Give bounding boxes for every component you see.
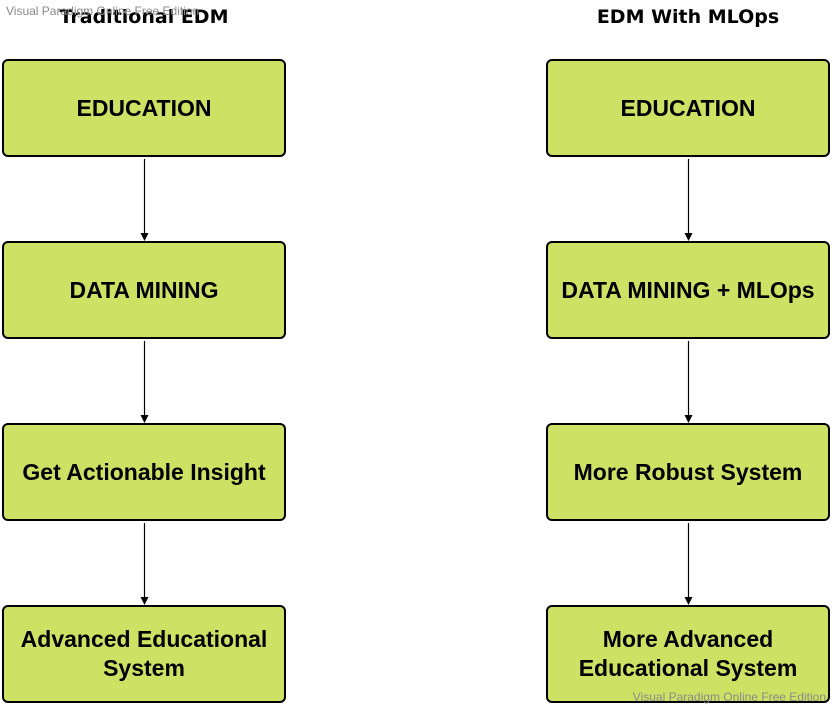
node-traditional-actionable-insight[interactable]: Get Actionable Insight [2, 423, 286, 521]
watermark-bottom: Visual Paradigm Online Free Edition [632, 690, 826, 704]
node-mlops-advanced-system[interactable]: More Advanced Educational System [546, 605, 830, 703]
node-traditional-education[interactable]: EDUCATION [2, 59, 286, 157]
node-mlops-education[interactable]: EDUCATION [546, 59, 830, 157]
node-label: EDUCATION [620, 94, 756, 121]
node-traditional-data-mining[interactable]: DATA MINING [2, 241, 286, 339]
traditional-edm-title: Traditional EDM [59, 6, 229, 28]
node-traditional-advanced-system[interactable]: Advanced Educational System [2, 605, 286, 703]
node-label: More Advanced Educational System [578, 626, 798, 681]
node-label: Get Actionable Insight [22, 458, 266, 485]
watermark-top: Visual Paradigm Online Free Edition [6, 4, 200, 18]
node-mlops-data-mining[interactable]: DATA MINING + MLOps [546, 241, 830, 339]
node-label: DATA MINING + MLOps [561, 276, 815, 303]
node-label: EDUCATION [76, 94, 212, 121]
edm-with-mlops-title: EDM With MLOps [596, 6, 780, 28]
node-label: More Robust System [573, 458, 803, 485]
node-label: Advanced Educational System [20, 626, 268, 681]
node-mlops-robust-system[interactable]: More Robust System [546, 423, 830, 521]
node-label: DATA MINING [69, 276, 219, 303]
